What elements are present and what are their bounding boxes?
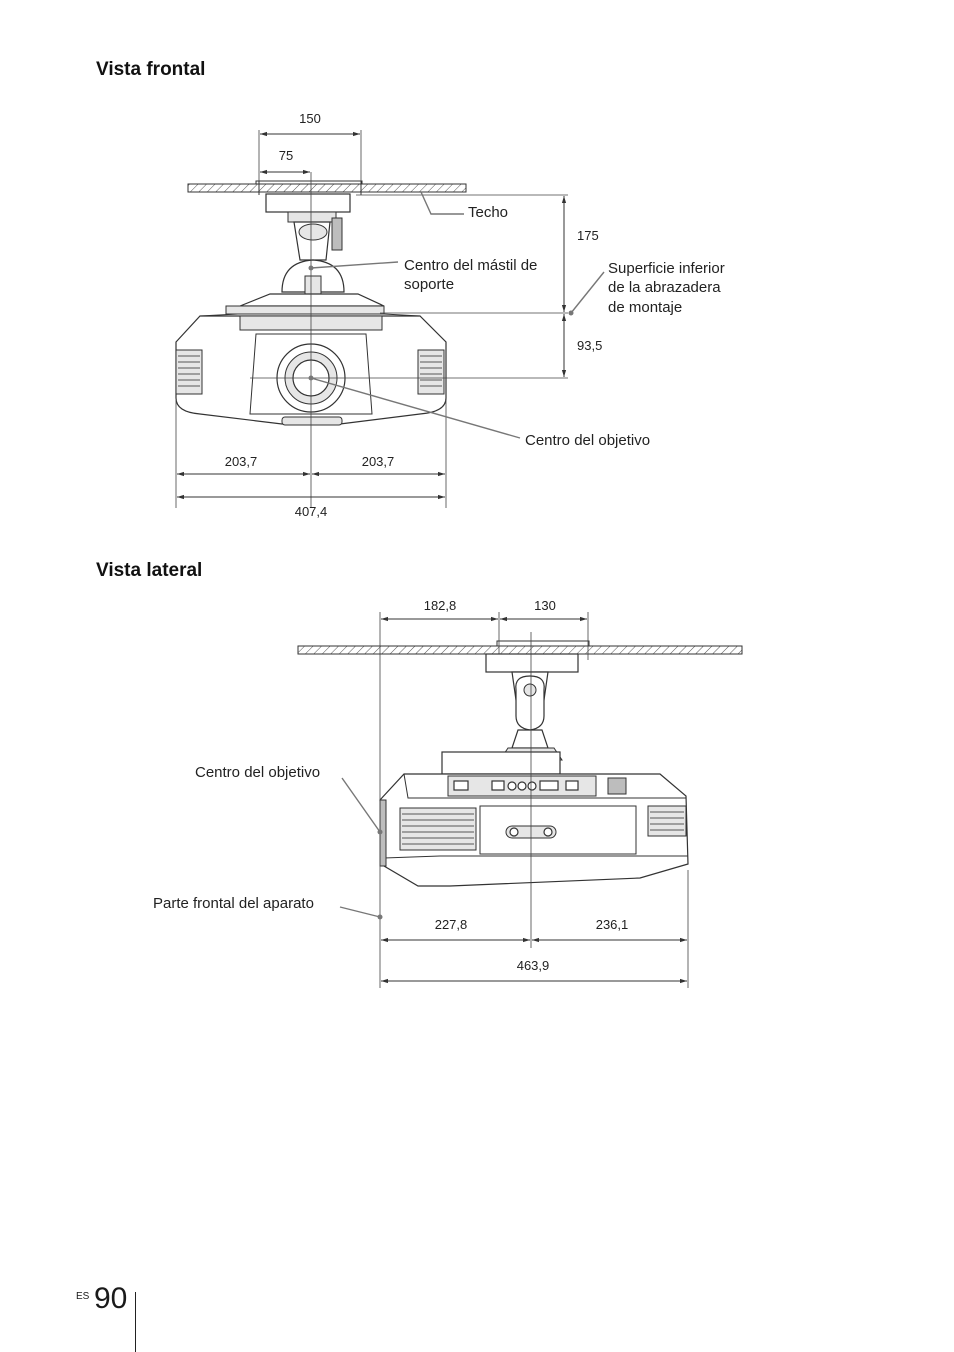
side-view-drawing: 182,8 130 227,8 236,1 463,9 Centro del o…: [153, 598, 743, 988]
dim-total: 407,4: [295, 504, 328, 519]
mast-center-label-2: soporte: [404, 276, 454, 293]
front-of-unit-label: Parte frontal del aparato: [153, 895, 314, 912]
ceiling-label: Techo: [468, 204, 508, 221]
ceiling-leader: [420, 191, 464, 215]
side-lens-center-label: Centro del objetivo: [195, 764, 320, 781]
dim-130: 130: [534, 598, 556, 613]
side-ceiling-slab: [297, 645, 743, 655]
dim-75: 75: [279, 148, 293, 163]
bottom-surface-label-3: de montaje: [608, 299, 682, 316]
dim-227: 227,8: [435, 917, 468, 932]
side-mast-arm: [515, 675, 545, 731]
power-socket: [607, 777, 627, 795]
page-divider: [135, 1292, 136, 1352]
side-vent-left: [399, 807, 477, 851]
side-mounting-plate: [485, 653, 579, 673]
left-vent: [175, 349, 203, 395]
front-view-drawing: 150 75 175 93,5 203,7 203,7 407,4 Techo …: [175, 111, 725, 519]
mast-leader: [310, 261, 399, 269]
page-language: ES: [76, 1291, 90, 1302]
dim-175: 175: [577, 228, 599, 243]
front-view-title: Vista frontal: [96, 59, 206, 80]
lens-leader: [310, 377, 521, 439]
ceiling-slab: [187, 183, 467, 193]
bottom-surface-label-1: Superficie inferior: [608, 260, 725, 277]
dim-463: 463,9: [517, 958, 550, 973]
clamp-plate: [239, 293, 385, 307]
side-view-title: Vista lateral: [96, 560, 203, 581]
dim-right-half: 203,7: [362, 454, 395, 469]
right-vent: [417, 349, 445, 395]
lens-center-label: Centro del objetivo: [525, 432, 650, 449]
front-leader: [339, 906, 381, 918]
dim-93: 93,5: [577, 338, 602, 353]
dim-left-half: 203,7: [225, 454, 258, 469]
page-number: 90: [94, 1282, 128, 1315]
dim-182: 182,8: [424, 598, 457, 613]
side-lens-leader: [341, 777, 381, 833]
clamp-bottom: [225, 305, 385, 315]
side-vent-right: [647, 805, 687, 837]
side-clamp: [441, 751, 561, 775]
dim-150: 150: [299, 111, 321, 126]
mounting-plate: [265, 193, 351, 213]
bottom-surface-leader: [570, 271, 605, 314]
bottom-surface-label-2: de la abrazadera: [608, 279, 721, 296]
mast-center-label-1: Centro del mástil de: [404, 257, 537, 274]
dim-236: 236,1: [596, 917, 629, 932]
